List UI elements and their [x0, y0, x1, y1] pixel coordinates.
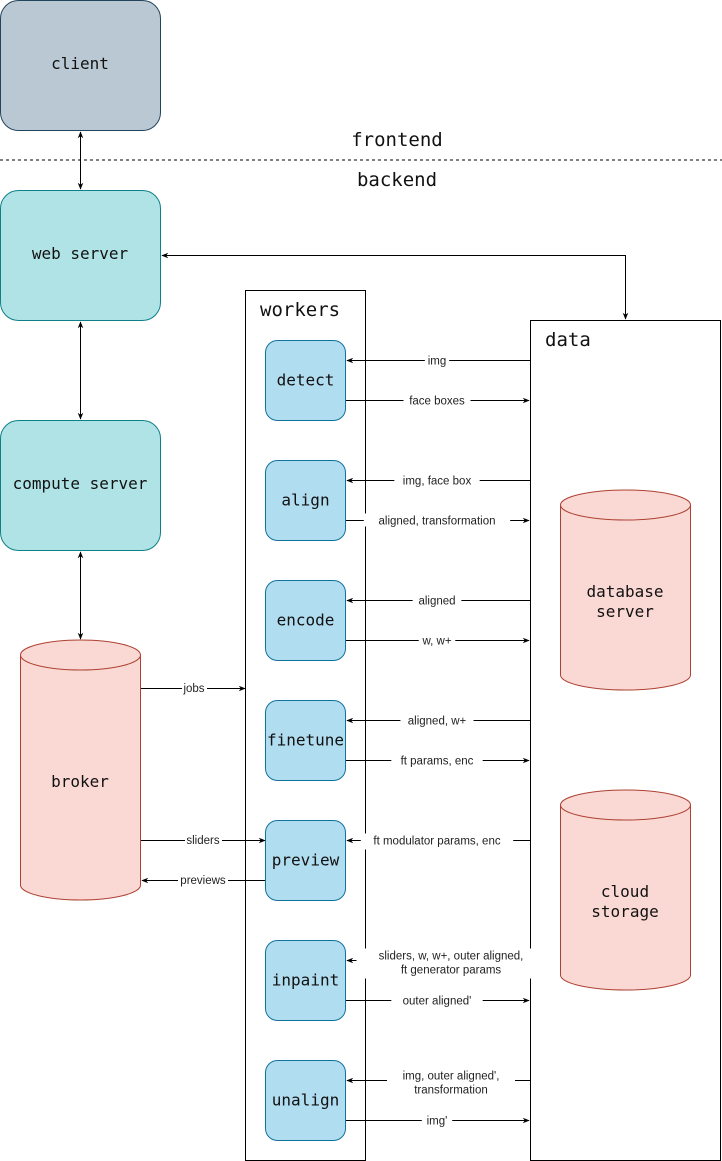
worker-output-label: face boxes: [409, 396, 465, 408]
worker-input-label: ft generator params: [401, 965, 502, 977]
client-node[interactable]: client: [0, 0, 161, 131]
worker-label: align: [281, 491, 329, 510]
previews-edge-label: previews: [180, 875, 226, 887]
worker-preview[interactable]: preview: [265, 820, 346, 901]
broker-label: broker: [51, 772, 109, 791]
worker-label: detect: [277, 371, 335, 390]
worker-output-label: img': [427, 1116, 448, 1128]
compute-server-node[interactable]: compute server: [0, 420, 161, 551]
worker-label: finetune: [267, 731, 344, 750]
worker-unalign[interactable]: unalign: [265, 1060, 346, 1141]
worker-input-label: img, face box: [403, 476, 472, 488]
worker-label: unalign: [272, 1091, 339, 1110]
storage-label-line2: storage: [591, 902, 658, 921]
web-server-label: web server: [32, 244, 129, 263]
data-title: data: [545, 329, 591, 351]
frontend-label: frontend: [351, 129, 443, 151]
database-label-line1: database: [586, 582, 663, 601]
jobs-edge-label: jobs: [182, 683, 204, 695]
worker-detect[interactable]: detect: [265, 340, 346, 421]
worker-output-label: ft params, enc: [401, 756, 474, 768]
worker-input-label: sliders, w, w+, outer aligned,: [379, 951, 524, 963]
worker-input-label: img: [428, 356, 447, 368]
worker-label: preview: [272, 851, 340, 870]
webserver-data-edge: [161, 252, 629, 320]
database-label-line2: server: [596, 602, 654, 621]
worker-output-label: outer aligned': [403, 996, 472, 1008]
worker-align[interactable]: align: [265, 460, 346, 541]
worker-encode[interactable]: encode: [265, 580, 346, 661]
compute-server-label: compute server: [13, 474, 148, 493]
worker-input-label: transformation: [414, 1085, 488, 1097]
broker-node[interactable]: broker: [20, 639, 141, 901]
web-server-node[interactable]: web server: [0, 190, 161, 321]
worker-output-label: aligned, transformation: [379, 516, 496, 528]
worker-label: encode: [277, 611, 335, 630]
worker-finetune[interactable]: finetune: [265, 700, 346, 781]
backend-label: backend: [357, 169, 437, 191]
storage-label-line1: cloud: [601, 882, 649, 901]
sliders-edge-label: sliders: [186, 835, 219, 847]
worker-input-label: aligned, w+: [408, 716, 467, 728]
data-group: data: [530, 320, 721, 1161]
worker-input-label: ft modulator params, enc: [373, 836, 500, 848]
client-label: client: [51, 54, 109, 73]
database-server-node[interactable]: database server: [560, 489, 691, 691]
worker-label: inpaint: [272, 971, 339, 990]
worker-input-label: img, outer aligned',: [403, 1071, 500, 1083]
worker-output-label: w, w+: [421, 636, 451, 648]
cloud-storage-node[interactable]: cloud storage: [560, 789, 691, 991]
worker-input-label: aligned: [418, 596, 455, 608]
workers-title: workers: [260, 299, 340, 321]
worker-inpaint[interactable]: inpaint: [265, 940, 346, 1021]
